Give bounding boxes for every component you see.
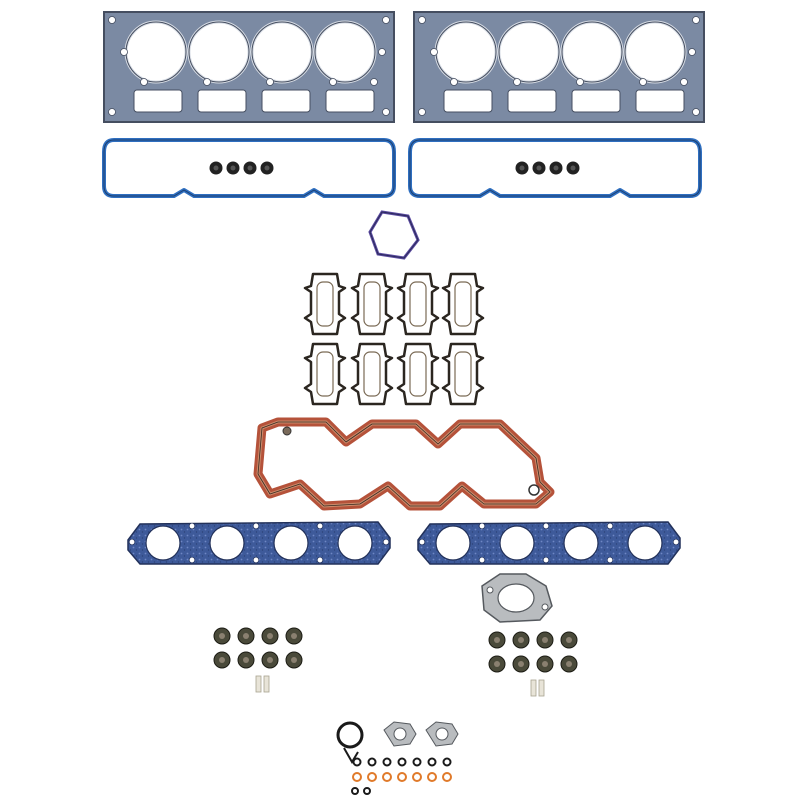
valve-cover-gasket-1: [102, 138, 396, 198]
spark-plug-tube-seal: [209, 161, 223, 175]
intake-port-gasket: [303, 342, 347, 406]
o-ring: [427, 757, 437, 767]
dowel-sleeves: [255, 675, 270, 693]
o-ring: [352, 757, 362, 767]
valve-cover-gasket-2: [408, 138, 702, 198]
small-parts: [336, 721, 459, 795]
head-gasket-2: [413, 11, 705, 123]
spark-plug-tube-seal: [243, 161, 257, 175]
spark-plug-tube-seal: [260, 161, 274, 175]
egr-gasket: [481, 573, 553, 623]
intake-manifold-gaskets: [303, 272, 485, 406]
intake-port-gasket: [396, 342, 440, 406]
small-flange-gasket-right: [425, 721, 459, 747]
intake-port-gasket: [441, 342, 485, 406]
intake-port-gasket: [350, 342, 394, 406]
intake-port-gasket: [350, 272, 394, 336]
intake-port-gasket: [303, 272, 347, 336]
o-ring: [363, 787, 371, 795]
spark-plug-tube-seal: [515, 161, 529, 175]
small-flange-gasket-left: [383, 721, 417, 747]
o-ring: [442, 757, 452, 767]
o-ring: [427, 772, 437, 782]
o-ring: [352, 772, 362, 782]
spark-plug-tube-seal: [549, 161, 563, 175]
valve-stem-seals: [213, 627, 578, 697]
spark-plug-tube-seal: [566, 161, 580, 175]
o-ring: [397, 772, 407, 782]
o-ring: [351, 787, 359, 795]
valve-stem-seal-set-1: [213, 627, 303, 693]
exhaust-manifold-gaskets: [127, 521, 681, 565]
o-ring: [412, 772, 422, 782]
throttle-body-o-ring: [368, 210, 420, 260]
o-ring: [397, 757, 407, 767]
head-gaskets: [103, 11, 705, 123]
head-gasket-1: [103, 11, 395, 123]
valley-cover-gasket: [253, 417, 555, 511]
valve-cover-gaskets: [102, 138, 702, 198]
o-ring: [412, 757, 422, 767]
intake-port-gasket: [396, 272, 440, 336]
o-ring: [442, 772, 452, 782]
large-o-ring: [336, 721, 364, 749]
exhaust-manifold-gasket-1: [127, 521, 391, 565]
o-ring: [382, 772, 392, 782]
exhaust-manifold-gasket-2: [417, 521, 681, 565]
spark-plug-tube-seal: [532, 161, 546, 175]
o-ring-set: [351, 757, 452, 795]
valve-stem-seal-set-2: [488, 631, 578, 697]
spark-plug-tube-seal: [226, 161, 240, 175]
intake-port-gasket: [441, 272, 485, 336]
o-ring: [367, 772, 377, 782]
o-ring: [367, 757, 377, 767]
o-ring: [382, 757, 392, 767]
dowel-sleeves: [530, 679, 545, 697]
